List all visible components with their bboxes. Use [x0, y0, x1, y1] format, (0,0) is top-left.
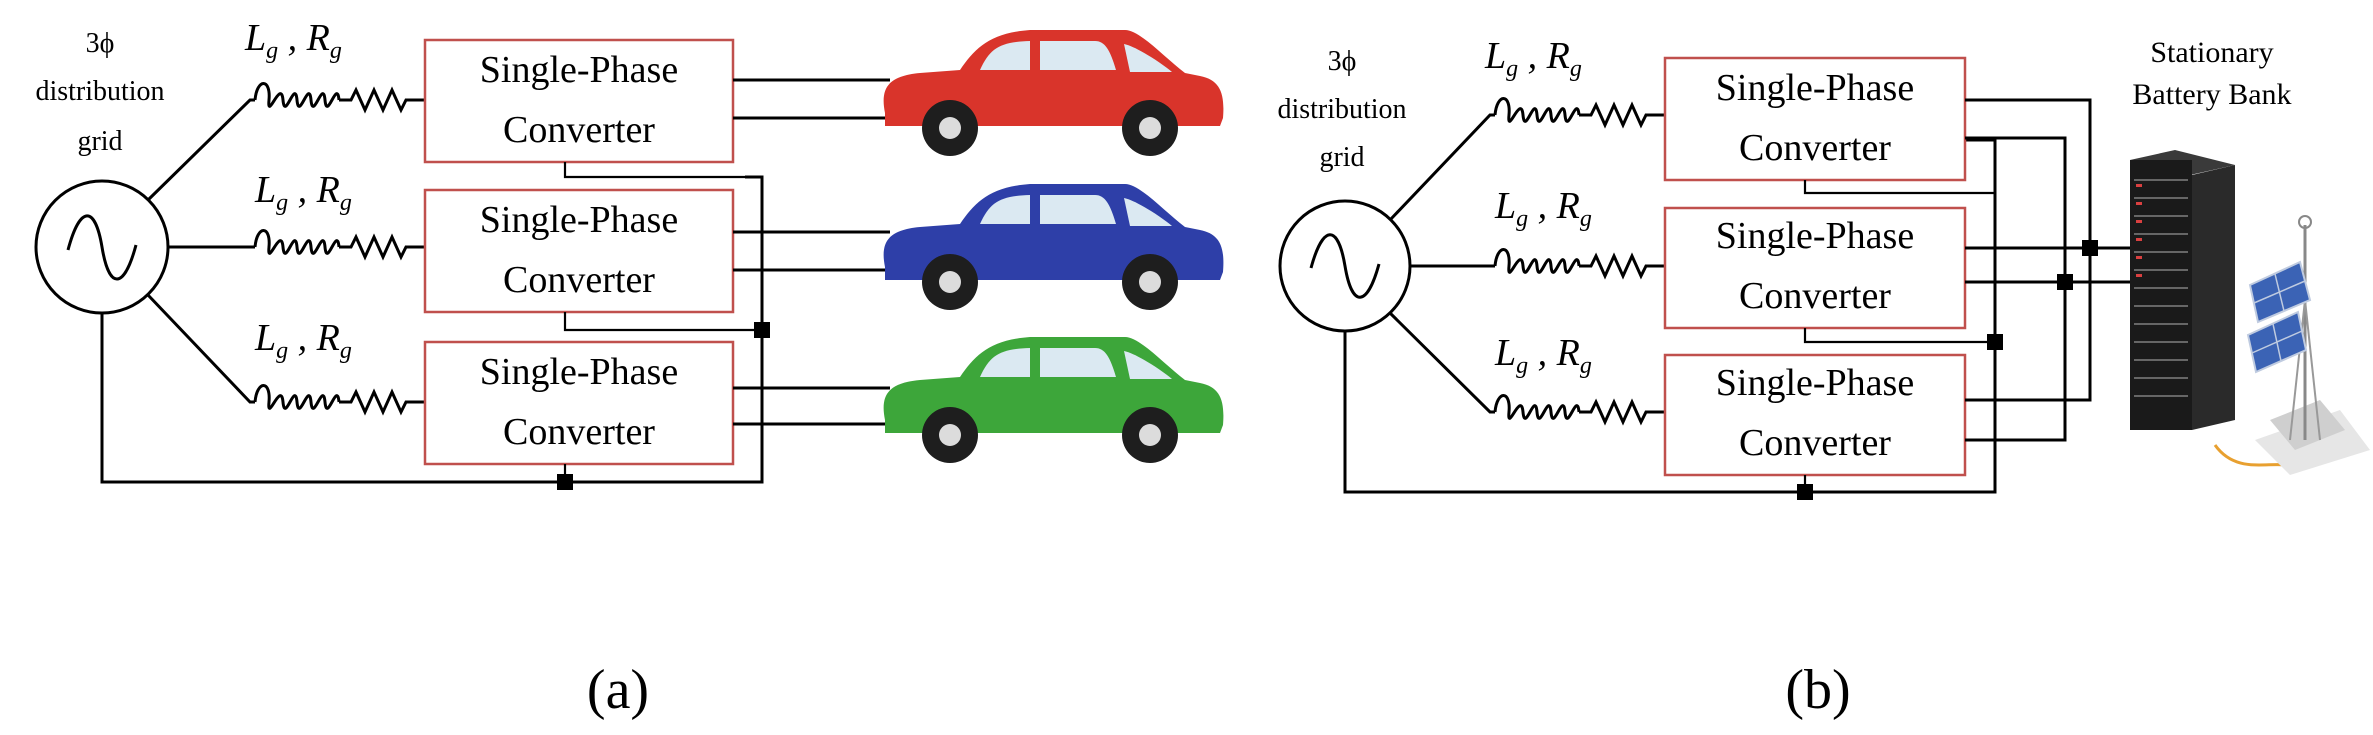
car-red-icon: [883, 30, 1224, 156]
converter-box-3: Single-Phase Converter: [1663, 353, 1967, 477]
source-label-line2: distribution: [35, 76, 164, 107]
caption-b: (b): [1785, 659, 1850, 721]
ac-source-icon: [1278, 199, 1412, 333]
impedance-1: [253, 82, 417, 112]
svg-text:Single-Phase: Single-Phase: [480, 49, 678, 91]
impedance-3: [1493, 394, 1657, 424]
svg-text:Converter: Converter: [1739, 422, 1891, 464]
source-label-line1: 3ϕ: [1328, 46, 1357, 77]
svg-text:Lg , Rg: Lg , Rg: [1484, 35, 1582, 82]
converter-box-1: Single-Phase Converter: [1663, 56, 1967, 182]
impedance-label-3: Lg , Rg: [254, 317, 352, 364]
svg-text:Single-Phase: Single-Phase: [1716, 362, 1914, 404]
impedance-label-3: Lg , Rg: [1494, 332, 1592, 379]
impedance-label-1: Lg , Rg: [1484, 35, 1582, 82]
source-label-line3: grid: [1319, 142, 1364, 173]
svg-text:Lg , Rg: Lg , Rg: [1494, 332, 1592, 379]
junction-dot: [1987, 334, 2003, 350]
converter-box-3: Single-Phase Converter: [423, 340, 735, 466]
junction-dot: [2057, 274, 2073, 290]
impedance-label-2: Lg , Rg: [1494, 185, 1592, 232]
svg-text:Lg , Rg: Lg , Rg: [1494, 185, 1592, 232]
junction-dot: [2082, 240, 2098, 256]
impedance-label-1: Lg , Rg: [244, 17, 342, 64]
svg-text:Lg , Rg: Lg , Rg: [254, 169, 352, 216]
converter-box-1: Single-Phase Converter: [423, 38, 735, 164]
impedance-label-2: Lg , Rg: [254, 169, 352, 216]
car-green-icon: [883, 337, 1224, 463]
source-label-line2: distribution: [1277, 94, 1406, 125]
source-label-line3: grid: [77, 126, 122, 157]
panel-b: 3ϕ distribution grid Lg , Rg Lg , Rg Lg …: [1277, 35, 2370, 721]
svg-text:Lg , Rg: Lg , Rg: [244, 17, 342, 64]
caption-a: (a): [587, 659, 649, 721]
impedance-2: [253, 229, 417, 259]
svg-text:Converter: Converter: [503, 411, 655, 453]
impedance-1: [1493, 97, 1657, 127]
storage-label-line2: Battery Bank: [2132, 78, 2291, 111]
junction-dot: [754, 322, 770, 338]
impedance-2: [1493, 248, 1657, 278]
svg-text:Single-Phase: Single-Phase: [480, 199, 678, 241]
junction-dot: [1797, 484, 1813, 500]
converter-box-2: Single-Phase Converter: [423, 188, 735, 314]
svg-text:Converter: Converter: [503, 259, 655, 301]
ac-source-icon: [34, 179, 170, 315]
svg-text:Converter: Converter: [1739, 275, 1891, 317]
svg-text:Single-Phase: Single-Phase: [480, 351, 678, 393]
battery-rack-icon: [2130, 150, 2235, 430]
svg-text:Converter: Converter: [1739, 127, 1891, 169]
car-blue-icon: [883, 184, 1224, 310]
svg-text:Single-Phase: Single-Phase: [1716, 215, 1914, 257]
junction-dot: [557, 474, 573, 490]
impedance-3: [253, 384, 417, 414]
panel-a: 3ϕ distribution grid Lg , Rg Lg , Rg Lg …: [34, 17, 1224, 721]
svg-text:Single-Phase: Single-Phase: [1716, 67, 1914, 109]
svg-text:Converter: Converter: [503, 109, 655, 151]
storage-label-line1: Stationary: [2150, 36, 2273, 69]
converter-box-2: Single-Phase Converter: [1663, 206, 1967, 330]
solar-panel-icon: [2213, 215, 2370, 475]
source-label-line1: 3ϕ: [86, 28, 115, 59]
svg-text:Lg , Rg: Lg , Rg: [254, 317, 352, 364]
